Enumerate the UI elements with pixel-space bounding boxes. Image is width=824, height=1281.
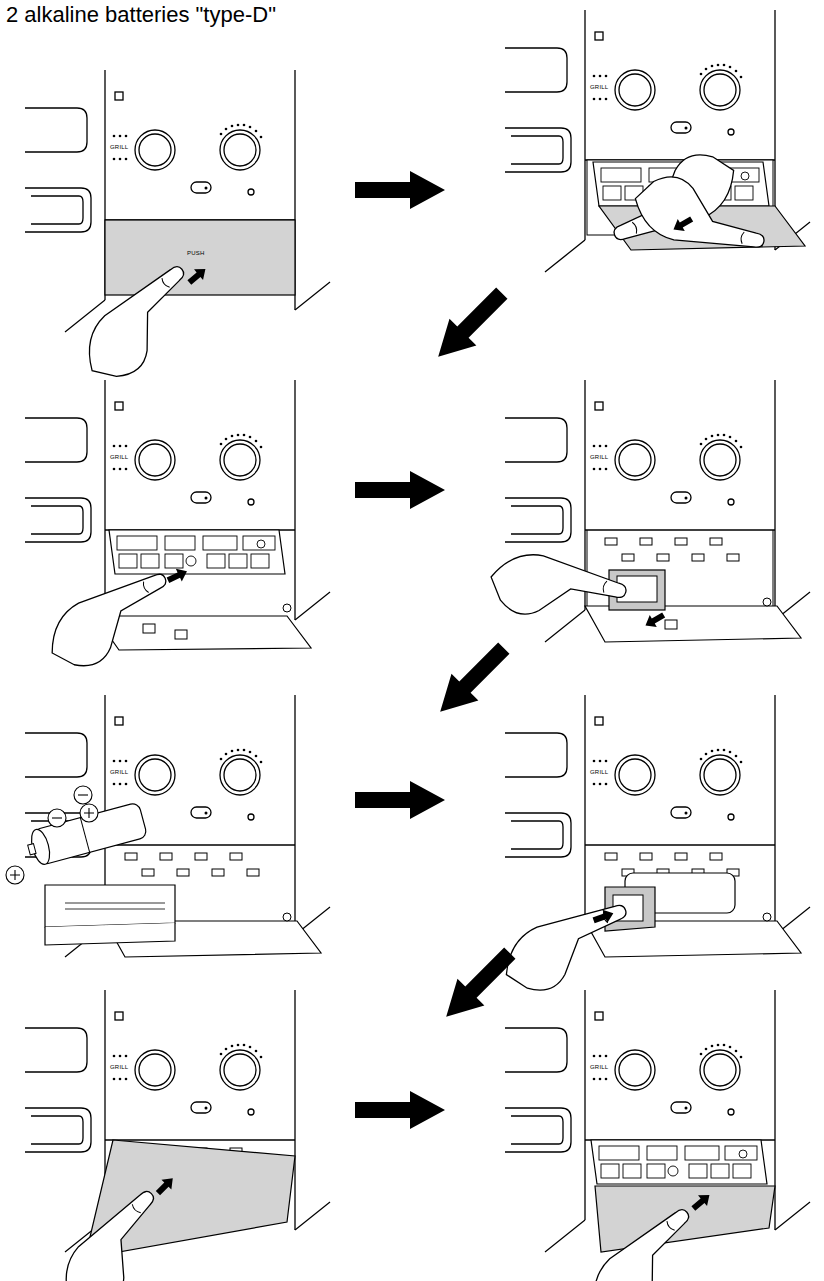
knob-label: GRILL [590,1064,608,1071]
knob-label: GRILL [590,769,608,776]
knob-label: GRILL [590,454,608,461]
knob-label: GRILL [110,769,128,776]
knob-label: GRILL [110,454,128,461]
title: 2 alkaline batteries "type-D" [6,2,276,28]
knob-label: GRILL [590,84,608,91]
knob-label: GRILL [110,144,128,151]
cover-label: PUSH [187,250,204,257]
knob-label: GRILL [110,1064,128,1071]
